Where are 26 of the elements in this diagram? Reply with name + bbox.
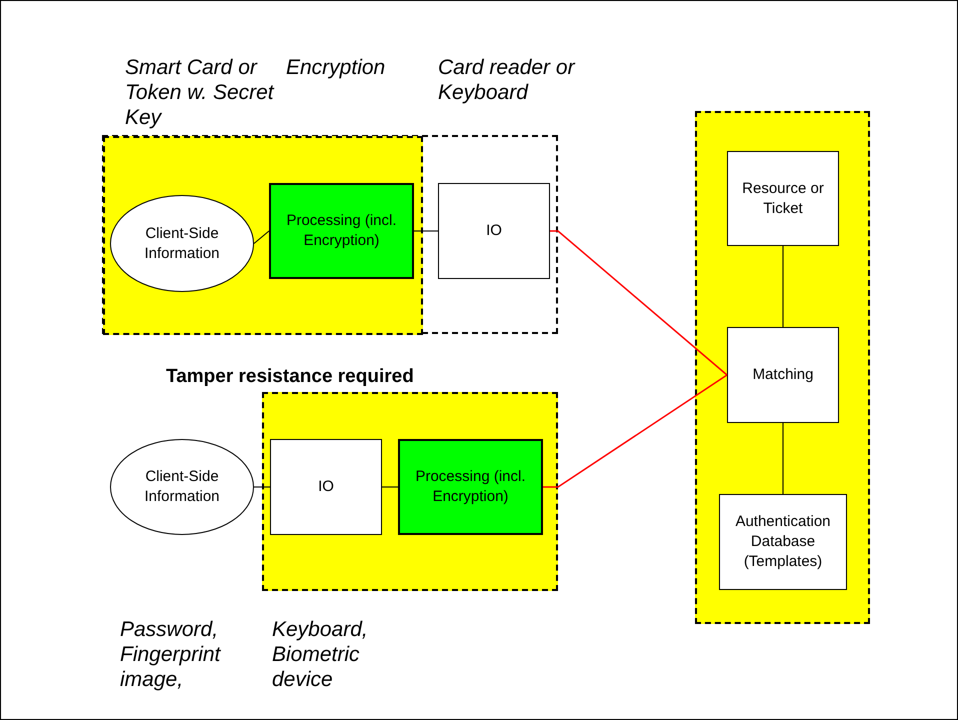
zone-heading: Tamper resistance required xyxy=(166,366,414,388)
processing-box: Processing (incl. Encryption) xyxy=(269,183,414,279)
annotation-text: Encryption xyxy=(286,55,386,80)
connector-line xyxy=(382,486,398,488)
annotation-text: Keyboard, Biometric device xyxy=(272,617,369,692)
connector-line xyxy=(254,486,270,488)
tamper-resistant-zone xyxy=(695,111,870,624)
connector-line xyxy=(414,230,438,232)
processing-box: Processing (incl. Encryption) xyxy=(398,439,543,535)
dashed-boundary xyxy=(102,135,558,334)
annotation-text: Smart Card or Token w. Secret Key xyxy=(125,55,275,130)
connector-line xyxy=(550,230,728,376)
process-box: Matching xyxy=(727,327,839,423)
process-box: IO xyxy=(270,439,382,535)
process-box: Resource or Ticket xyxy=(727,151,839,246)
process-box: Authentication Database (Templates) xyxy=(719,494,847,590)
annotation-text: Card reader or Keyboard xyxy=(438,55,576,105)
annotation-text: Password, Fingerprint image, xyxy=(120,617,222,692)
connector-line xyxy=(782,422,784,494)
tamper-resistant-zone xyxy=(103,136,423,335)
connector-line xyxy=(254,230,270,244)
node-label: Client-Side Information xyxy=(143,467,221,507)
process-box: IO xyxy=(438,183,550,279)
connector-line xyxy=(782,246,784,328)
connector-line xyxy=(543,374,728,488)
node-label: Client-Side Information xyxy=(143,224,221,264)
